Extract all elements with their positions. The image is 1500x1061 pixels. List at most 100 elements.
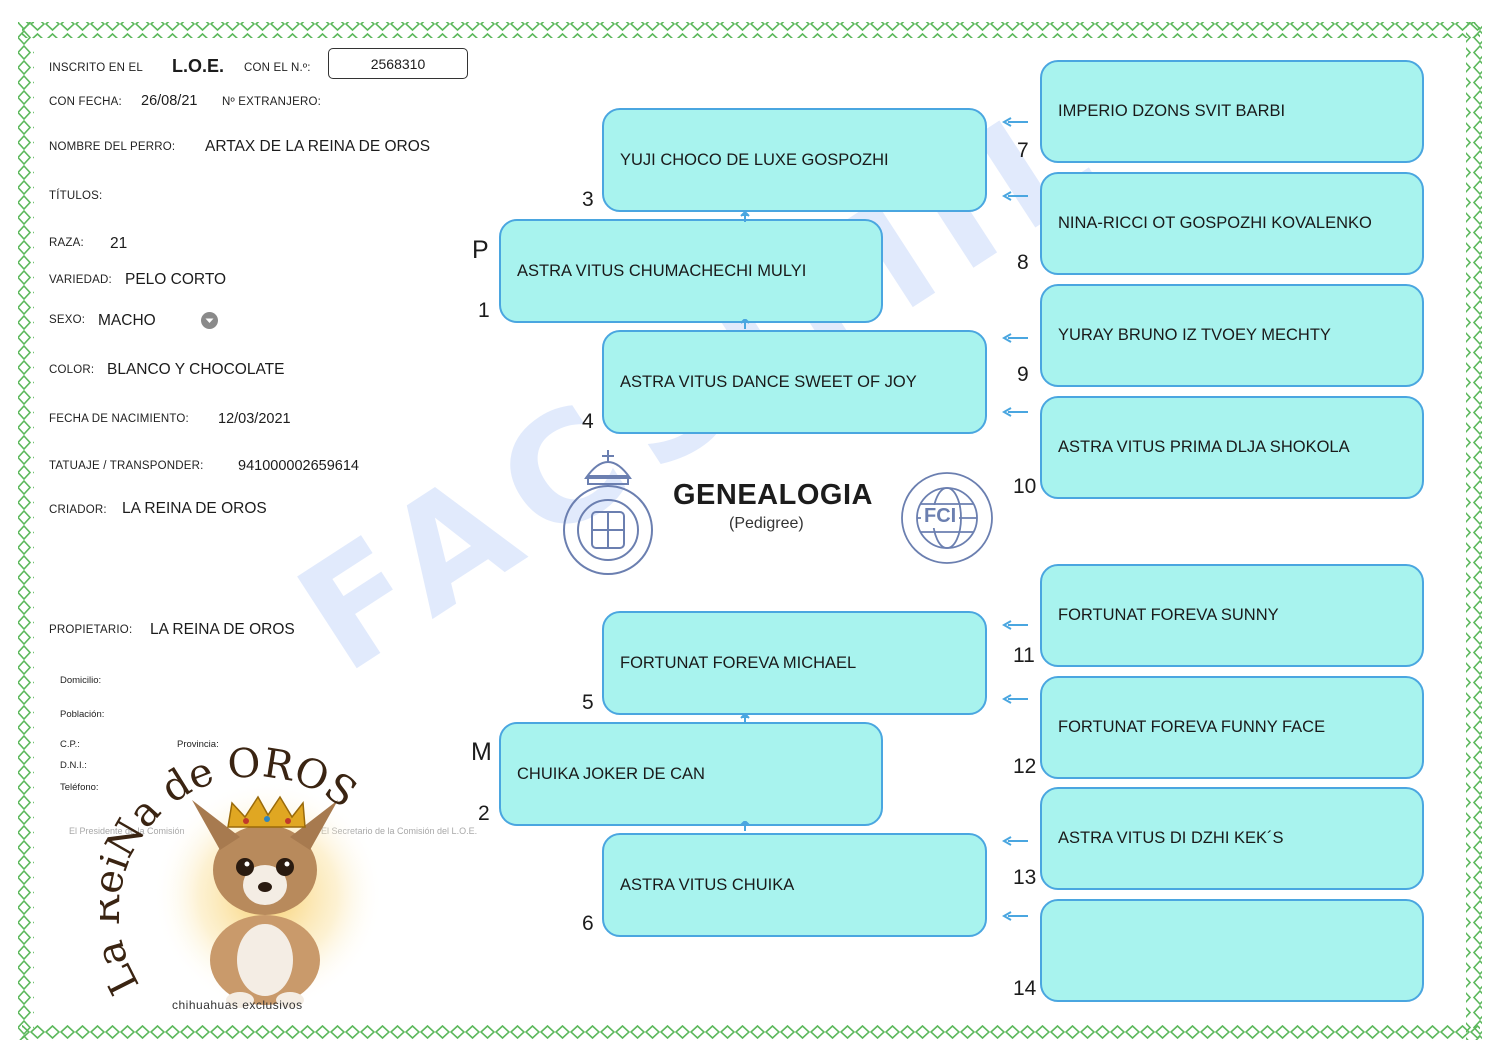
connector-icon: [740, 319, 750, 329]
ancestor-number-2: 2: [478, 802, 490, 825]
criador-label: CRIADOR:: [49, 504, 107, 516]
book-name: L.O.E.: [172, 56, 225, 76]
mother-marker: M: [471, 738, 492, 766]
secretario-signature-label: El Secretario de la Comisión del L.O.E.: [321, 826, 478, 836]
ancestor-name-7: IMPERIO DZONS SVIT BARBI: [1058, 102, 1286, 120]
raza-value: 21: [110, 235, 128, 252]
pedigree-box-13[interactable]: ASTRA VITUS DI DZHI KEK´S: [1040, 787, 1424, 890]
raza-label: RAZA:: [49, 237, 84, 249]
pedigree-box-9[interactable]: YURAY BRUNO IZ TVOEY MECHTY: [1040, 284, 1424, 387]
propietario-value: LA REINA DE OROS: [150, 621, 295, 638]
kennel-logo: La ReiNa de OROS chihuahuas exclusivos: [83, 740, 400, 1025]
color-label: COLOR:: [49, 364, 95, 376]
connector-icon: [740, 212, 750, 222]
rsce-logo: [558, 448, 658, 576]
pedigree-box-7[interactable]: IMPERIO DZONS SVIT BARBI: [1040, 60, 1424, 163]
inscrito-label: INSCRITO EN EL: [49, 62, 143, 74]
variedad-label: VARIEDAD:: [49, 274, 112, 286]
pedigree-box-1[interactable]: ASTRA VITUS CHUMACHECHI MULYI: [499, 219, 883, 323]
arrow-left-icon: [1002, 694, 1028, 704]
ancestor-name-12: FORTUNAT FOREVA FUNNY FACE: [1058, 718, 1326, 736]
connector-icon: [740, 714, 750, 724]
ancestor-number-13: 13: [1013, 866, 1037, 889]
arrow-left-icon: [1002, 407, 1028, 417]
ancestor-number-14: 14: [1013, 977, 1037, 1000]
fci-logo-text: FCI: [921, 505, 960, 528]
ancestor-name-2: CHUIKA JOKER DE CAN: [517, 764, 705, 783]
fecha-value: 26/08/21: [141, 93, 198, 109]
provincia-label: Provincia:: [177, 739, 219, 750]
arrow-left-icon: [1002, 117, 1028, 127]
presidente-signature-label: El Presidente de la Comisión: [69, 826, 185, 836]
registration-number: 2568310: [370, 55, 426, 72]
ancestor-number-10: 10: [1013, 475, 1037, 498]
dog-name: ARTAX DE LA REINA DE OROS: [205, 138, 431, 155]
arrow-left-icon: [1002, 911, 1028, 921]
ancestor-number-1: 1: [478, 299, 490, 322]
sexo-value: MACHO: [98, 312, 156, 329]
ancestor-name-8: NINA-RICCI OT GOSPOZHI KOVALENKO: [1058, 214, 1372, 232]
rsce-emblem: [563, 450, 653, 575]
sexo-label: SEXO:: [49, 314, 86, 326]
ancestor-name-10: ASTRA VITUS PRIMA DLJA SHOKOLA: [1058, 438, 1350, 456]
pedigree-box-3[interactable]: YUJI CHOCO DE LUXE GOSPOZHI: [602, 108, 987, 212]
ancestor-name-13: ASTRA VITUS DI DZHI KEK´S: [1058, 829, 1284, 847]
kennel-logo-art: La ReiNa de OROS: [83, 740, 383, 1010]
pedigree-box-6[interactable]: ASTRA VITUS CHUIKA: [602, 833, 987, 937]
dni-label: D.N.I.:: [60, 760, 87, 771]
kennel-logo-tagline: chihuahuas exclusivos: [172, 998, 303, 1012]
nombre-label: NOMBRE DEL PERRO:: [49, 141, 176, 153]
ancestor-name-1: ASTRA VITUS CHUMACHECHI MULYI: [517, 261, 807, 280]
ancestor-number-7: 7: [1017, 139, 1029, 162]
ancestor-name-6: ASTRA VITUS CHUIKA: [620, 875, 795, 894]
nacimiento-label: FECHA DE NACIMIENTO:: [49, 413, 189, 425]
ancestor-name-5: FORTUNAT FOREVA MICHAEL: [620, 653, 857, 672]
pedigree-box-10[interactable]: ASTRA VITUS PRIMA DLJA SHOKOLA: [1040, 396, 1424, 499]
ancestor-number-3: 3: [582, 188, 594, 211]
pedigree-box-8[interactable]: NINA-RICCI OT GOSPOZHI KOVALENKO: [1040, 172, 1424, 275]
ancestor-number-5: 5: [582, 691, 594, 714]
extranjero-label: Nº EXTRANJERO:: [222, 96, 322, 108]
con-numero-label: CON EL N.º:: [244, 62, 311, 74]
pedigree-box-2[interactable]: CHUIKA JOKER DE CAN: [499, 722, 883, 826]
fci-logo: FCI: [898, 470, 996, 566]
page-subtitle: (Pedigree): [729, 515, 804, 532]
titulos-label: TÍTULOS:: [49, 190, 103, 202]
ancestor-number-6: 6: [582, 912, 594, 935]
pedigree-box-14[interactable]: [1040, 899, 1424, 1002]
arrow-left-icon: [1002, 620, 1028, 630]
tatuaje-label: TATUAJE / TRANSPONDER:: [49, 460, 204, 472]
arrow-left-icon: [1002, 191, 1028, 201]
tatuaje-value: 941000002659614: [238, 458, 359, 474]
chevron-down-icon[interactable]: [201, 312, 218, 329]
arrow-left-icon: [1002, 333, 1028, 343]
domicilio-label: Domicilio:: [60, 675, 102, 686]
fecha-label: CON FECHA:: [49, 96, 122, 108]
arrow-left-icon: [1002, 836, 1028, 846]
page-title: GENEALOGIA: [673, 479, 873, 511]
pedigree-box-11[interactable]: FORTUNAT FOREVA SUNNY: [1040, 564, 1424, 667]
connector-icon: [740, 821, 750, 831]
nacimiento-value: 12/03/2021: [218, 411, 291, 427]
father-marker: P: [472, 236, 489, 264]
telefono-label: Teléfono:: [60, 782, 99, 793]
ancestor-number-11: 11: [1013, 644, 1035, 667]
color-value: BLANCO Y CHOCOLATE: [107, 361, 285, 378]
poblacion-label: Población:: [60, 709, 105, 720]
ancestor-number-8: 8: [1017, 251, 1029, 274]
ancestor-number-12: 12: [1013, 755, 1037, 778]
pedigree-box-5[interactable]: FORTUNAT FOREVA MICHAEL: [602, 611, 987, 715]
registration-number-field[interactable]: 2568310: [328, 48, 468, 79]
ancestor-number-4: 4: [582, 410, 594, 433]
variedad-value: PELO CORTO: [125, 271, 227, 288]
propietario-label: PROPIETARIO:: [49, 624, 133, 636]
ancestor-name-11: FORTUNAT FOREVA SUNNY: [1058, 606, 1279, 624]
pedigree-box-4[interactable]: ASTRA VITUS DANCE SWEET OF JOY: [602, 330, 987, 434]
cp-label: C.P.:: [60, 739, 80, 750]
ancestor-number-9: 9: [1017, 363, 1029, 386]
ancestor-name-4: ASTRA VITUS DANCE SWEET OF JOY: [620, 372, 917, 391]
ancestor-name-9: YURAY BRUNO IZ TVOEY MECHTY: [1058, 326, 1331, 344]
criador-value: LA REINA DE OROS: [122, 500, 267, 517]
pedigree-box-12[interactable]: FORTUNAT FOREVA FUNNY FACE: [1040, 676, 1424, 779]
